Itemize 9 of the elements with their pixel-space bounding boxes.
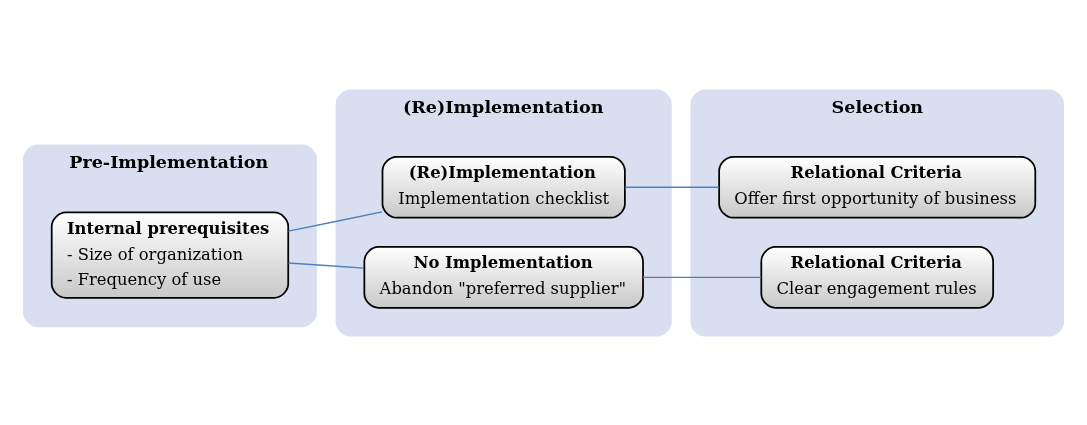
node-box: (Re)Implementation Implementation checklist: [381, 155, 626, 219]
node-box: Relational Criteria Clear engagement rules: [760, 245, 994, 309]
node-box: No Implementation Abandon "preferred supplier": [363, 245, 644, 309]
node-box: Internal prerequisites - Size of organization - Frequency of use: [50, 211, 290, 299]
connector: [287, 210, 383, 232]
connector: [642, 276, 762, 278]
connector: [287, 261, 365, 269]
node-box: Relational Criteria Offer first opportunity of business: [718, 155, 1037, 219]
connector: [624, 186, 720, 188]
